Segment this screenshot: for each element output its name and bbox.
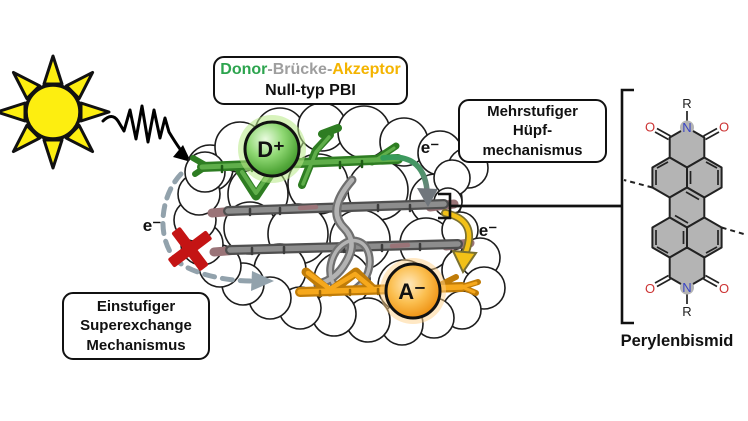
bridge-word: Brücke — [272, 61, 327, 79]
nitrogen-top: N — [682, 120, 691, 135]
superexchange-line-1: Einstufiger — [96, 298, 176, 316]
superexchange-mechanism-box: Einstufiger Superexchange Mechanismus — [62, 292, 210, 360]
photon-wave-icon — [101, 104, 191, 162]
donor-state-label: D⁺ — [257, 137, 285, 162]
superexchange-line-3: Mechanismus — [86, 336, 186, 354]
acceptor-word: Akzeptor — [332, 61, 401, 79]
donor-bridge-acceptor-box: Donor-Brücke-Akzeptor Null-typ PBI — [213, 56, 408, 105]
dba-title-line: Donor-Brücke-Akzeptor — [220, 60, 400, 80]
electron-hop-arrow-1 — [380, 154, 438, 207]
oxygen-bottom-left: O — [645, 281, 655, 296]
perylene-structure: R N O O O O N R — [623, 96, 748, 319]
r-group-bottom: R — [682, 304, 691, 319]
structure-caption: Perylenbismid — [620, 332, 734, 350]
donor-state-circle: D⁺ — [238, 115, 306, 183]
separator-1: - — [267, 61, 273, 79]
nitrogen-bottom: N — [682, 280, 691, 295]
acceptor-state-label: A⁻ — [398, 279, 426, 304]
electron-label-hop-1: e⁻ — [421, 138, 439, 157]
oxygen-bottom-right: O — [719, 281, 729, 296]
hopping-line-2: Hüpf- — [512, 122, 553, 140]
oxygen-top-right: O — [719, 120, 729, 135]
electron-label-hop-2: e⁻ — [479, 221, 497, 240]
hopping-mechanism-box: Mehrstufiger Hüpf- mechanismus — [458, 99, 607, 163]
r-group-top: R — [682, 96, 691, 111]
hopping-line-3: mechanismus — [482, 141, 583, 159]
structure-bracket — [620, 88, 634, 325]
electron-label-superexchange: e⁻ — [143, 216, 161, 235]
dba-subtitle: Null-typ PBI — [265, 81, 356, 99]
sun-icon — [0, 54, 111, 170]
superexchange-line-2: Superexchange — [80, 317, 192, 335]
oxygen-top-left: O — [645, 120, 655, 135]
separator-2: - — [326, 61, 333, 79]
hopping-line-1: Mehrstufiger — [487, 103, 578, 121]
red-x-icon — [168, 227, 212, 271]
acceptor-state-circle: A⁻ — [380, 258, 446, 324]
donor-word: Donor — [220, 61, 268, 79]
